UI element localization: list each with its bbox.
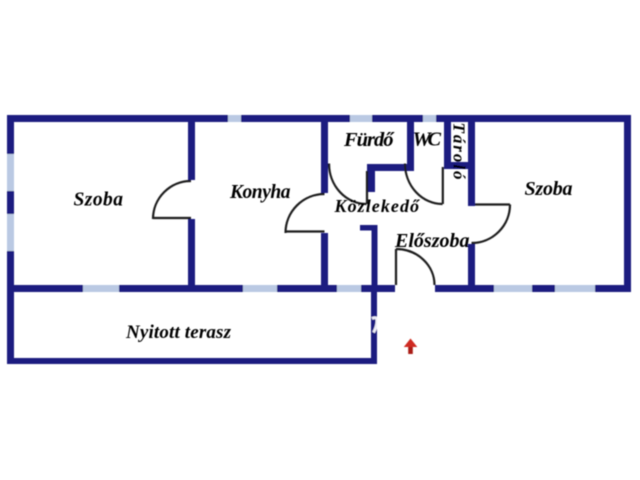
svg-text:WC: WC [413,129,442,151]
svg-text:Közlekedő: Közlekedő [334,196,421,216]
svg-text:Szoba: Szoba [74,190,124,211]
svg-text:Szoba: Szoba [525,178,573,200]
svg-text:Előszoba: Előszoba [394,230,470,252]
svg-text:Tároló: Tároló [450,123,469,180]
svg-text:Konyha: Konyha [229,182,291,203]
svg-text:Nyitott terasz: Nyitott terasz [125,322,232,343]
svg-text:Fürdő: Fürdő [343,129,395,151]
